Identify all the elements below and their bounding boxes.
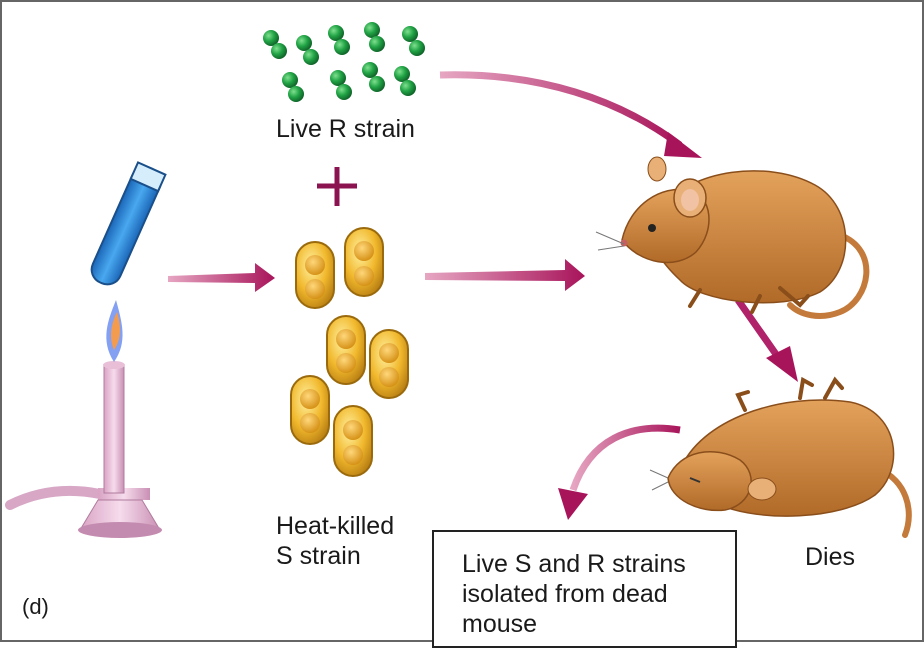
panel-label: (d) bbox=[22, 592, 49, 622]
bacteria-icon bbox=[370, 330, 408, 398]
arrow-icon bbox=[168, 263, 275, 292]
mouse-icon bbox=[596, 157, 866, 316]
bacteria-icon bbox=[296, 242, 334, 308]
bacteria-icon bbox=[345, 228, 383, 296]
r-strain-cells bbox=[263, 22, 425, 102]
result-label: Live S and R strains isolated from dead … bbox=[462, 549, 686, 639]
plus-icon bbox=[317, 167, 357, 206]
dead-mouse-icon bbox=[650, 380, 909, 535]
arrow-icon bbox=[425, 259, 585, 291]
s-strain-cells bbox=[291, 228, 408, 476]
test-tube-icon bbox=[87, 162, 165, 288]
dies-label: Dies bbox=[805, 542, 855, 572]
bunsen-burner-icon bbox=[10, 300, 162, 538]
arrow-icon bbox=[440, 75, 702, 158]
live-r-strain-label: Live R strain bbox=[276, 114, 415, 144]
bacteria-icon bbox=[334, 406, 372, 476]
heat-killed-s-strain-label: Heat-killed S strain bbox=[276, 511, 394, 571]
bacteria-icon bbox=[291, 376, 329, 444]
bacteria-icon bbox=[327, 316, 365, 384]
arrow-icon bbox=[738, 300, 798, 382]
arrow-icon bbox=[558, 428, 680, 520]
